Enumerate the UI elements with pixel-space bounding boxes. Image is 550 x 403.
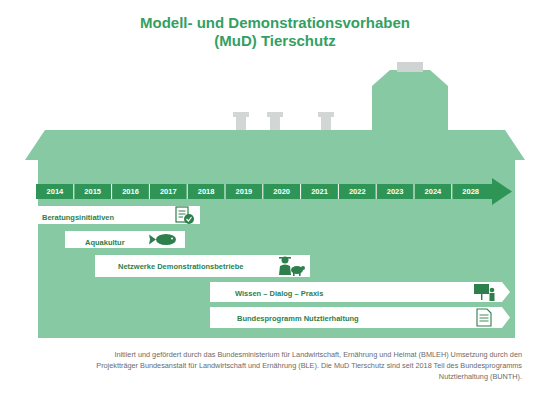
barn-body [38, 150, 515, 338]
farmer-icon [279, 257, 305, 277]
tower-roof [372, 70, 448, 86]
year-label: 2017 [149, 188, 187, 196]
bar-label: Netzwerke Demonstrationsbetriebe [118, 263, 243, 271]
fish-icon [149, 234, 176, 245]
document-icon [477, 309, 491, 326]
checklist-icon [176, 207, 194, 224]
program-bar: Beratungsinitiativen [38, 206, 200, 224]
year-label: 2020 [263, 188, 301, 196]
year-label: 2019 [225, 188, 263, 196]
bar-shape [65, 231, 185, 248]
roof-vents [233, 112, 334, 132]
year-label: 2023 [376, 188, 414, 196]
year-label: 2016 [112, 188, 150, 196]
program-bar: Aquakultur [65, 231, 185, 248]
timeline-arrow [36, 178, 512, 205]
diagram-title: Modell- und Demonstrationsvorhaben (MuD)… [120, 14, 430, 50]
year-label: 2018 [187, 188, 225, 196]
bar-fill [38, 206, 200, 224]
bar-fill [65, 231, 185, 248]
bar-fill [210, 307, 510, 328]
year-label: 2024 [414, 188, 452, 196]
caption-note: Initiiert und gefördert durch das Bundes… [82, 350, 522, 383]
program-bar: Netzwerke Demonstrationsbetriebe [95, 255, 310, 277]
year-label: 2022 [338, 188, 376, 196]
bar-label: Beratungsinitiativen [42, 214, 114, 222]
program-bar: Wissen – Dialog – Praxis [210, 282, 510, 302]
tower-cap [397, 62, 423, 72]
bar-fill [210, 282, 510, 302]
program-bar: Bundesprogramm Nutztierhaltung [210, 307, 510, 328]
tower [372, 86, 448, 136]
timeline-dividers [74, 184, 452, 199]
bar-label: Bundesprogramm Nutztierhaltung [237, 315, 359, 323]
presenter-icon [474, 284, 495, 301]
year-label: 2014 [36, 188, 74, 196]
year-label: 2021 [301, 188, 339, 196]
bar-fill [95, 255, 310, 277]
year-label: 2028 [452, 188, 490, 196]
bar-label: Aquakultur [85, 239, 125, 247]
year-label: 2015 [74, 188, 112, 196]
bar-label: Wissen – Dialog – Praxis [235, 290, 323, 298]
